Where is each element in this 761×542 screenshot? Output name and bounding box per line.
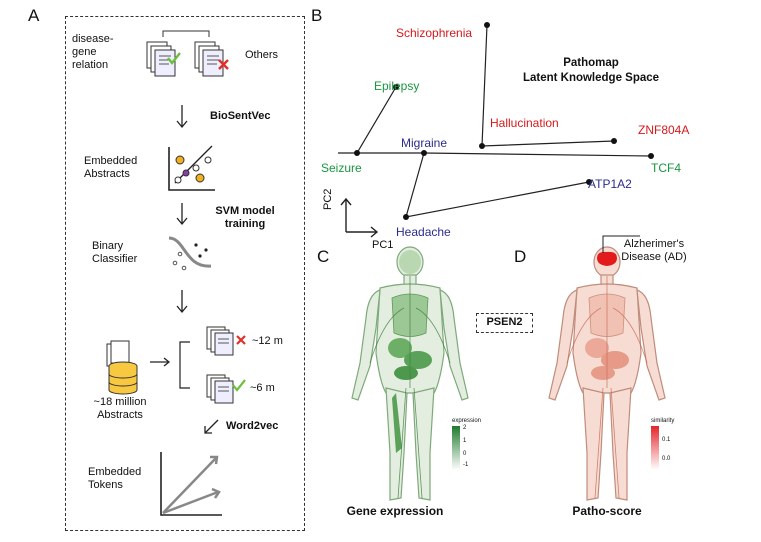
node-label-seizure: Seizure (321, 161, 362, 175)
abstracts-total-label: ~18 million Abstracts (93, 396, 147, 421)
psen2-tag: PSEN2 (476, 313, 533, 333)
node-label-migraine: Migraine (401, 136, 448, 150)
gene-expression-caption: Gene expression (346, 504, 444, 518)
classifier-curve-icon (168, 236, 212, 271)
panel-a-frame (65, 16, 305, 531)
flow-arrows (176, 105, 219, 434)
similarity-tick-01: 0.1 (662, 437, 671, 443)
expression-tick-minus1: -1 (463, 462, 469, 468)
similarity-colorbar (651, 426, 659, 470)
node-label-headache: Headache (396, 225, 451, 239)
vector-plot-icon (160, 452, 222, 516)
node-label-schizophrenia: Schizophrenia (396, 26, 473, 40)
document-reject-icon (194, 41, 229, 77)
node-label-znf804a: ZNF804A (638, 123, 690, 137)
pathomap-title: Pathomap Latent Knowledge Space (522, 57, 660, 84)
count-6m-label: ~6 m (250, 382, 275, 394)
count-12m-label: ~12 m (252, 335, 283, 347)
panel-label-c: C (317, 247, 330, 266)
document-check-icon-small (206, 374, 246, 404)
biosentvec-label: BioSentVec (210, 110, 271, 122)
panel-label-d: D (514, 247, 527, 266)
expression-tick-2: 2 (463, 425, 467, 431)
others-label: Others (245, 49, 279, 61)
embedded-tokens-label: Embedded Tokens (88, 466, 142, 491)
node-label-hallucination: Hallucination (490, 116, 559, 130)
node-label-epilepsy: Epilepsy (374, 79, 420, 93)
database-icon (106, 340, 138, 395)
expression-tick-1: 1 (463, 438, 467, 444)
embedded-abstracts-label: Embedded Abstracts (84, 155, 138, 180)
expression-tick-0: 0 (463, 451, 467, 457)
similarity-legend-title: similarity (651, 418, 675, 424)
node-label-atp1a2: ATP1A2 (588, 177, 632, 191)
disease-gene-label: disease- gene relation (72, 33, 114, 71)
binary-classifier-label: Binary Classifier (92, 240, 138, 265)
expression-legend-title: expression (452, 418, 482, 424)
similarity-tick-00: 0.0 (662, 456, 671, 462)
patho-score-caption: Patho-score (572, 504, 642, 518)
body-patho-score (548, 246, 666, 501)
document-check-icon (146, 41, 181, 77)
pc1-axis-label: PC1 (372, 239, 394, 251)
scatter-plot-icon (168, 145, 215, 191)
ad-annotation: Alzherimer's Disease (AD) (621, 238, 687, 263)
network-nodes (354, 22, 654, 220)
panel-label-b: B (311, 6, 323, 25)
body-gene-expression (351, 246, 469, 501)
word2vec-label: Word2vec (226, 420, 279, 432)
pc-axes (340, 197, 379, 238)
svm-training-label: SVM model training (215, 205, 275, 230)
panel-label-a: A (28, 6, 40, 25)
expression-colorbar (452, 426, 460, 470)
document-reject-icon-small (206, 326, 246, 356)
node-label-tcf4: TCF4 (651, 161, 681, 175)
